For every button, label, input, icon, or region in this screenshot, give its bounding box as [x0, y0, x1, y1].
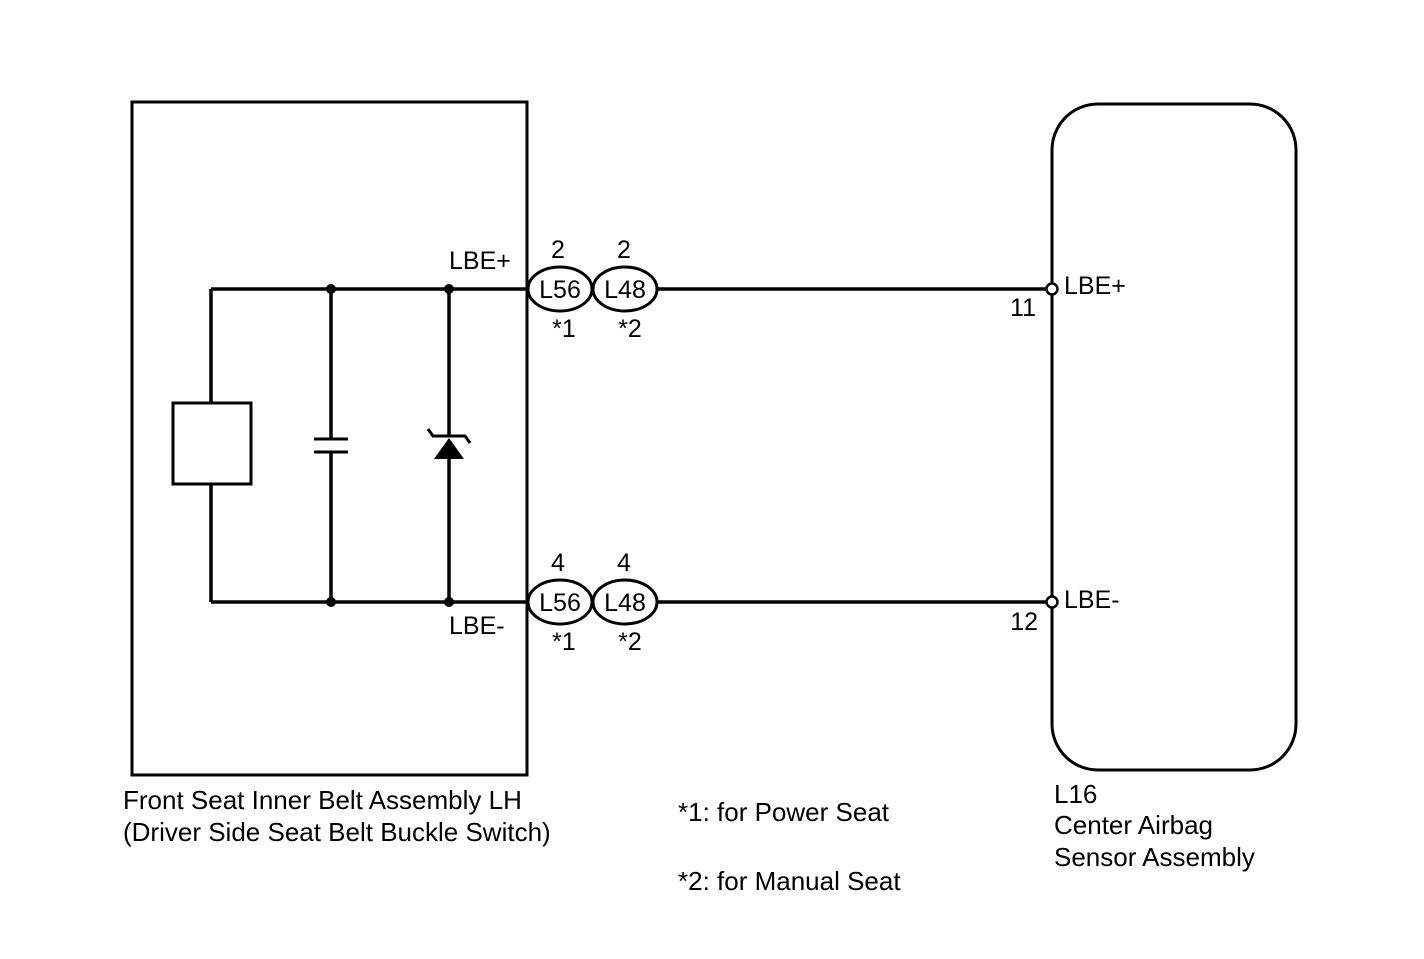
left-component-title: Front Seat Inner Belt Assembly LH — [123, 785, 522, 815]
right-component-box — [1050, 102, 1298, 772]
right-component-subtitle: Sensor Assembly — [1054, 842, 1255, 872]
note-manual-seat: *2: for Manual Seat — [678, 866, 901, 896]
connector-name: L56 — [539, 276, 581, 304]
connector-name: L56 — [539, 589, 581, 617]
note-power-seat: *1: for Power Seat — [678, 797, 890, 827]
right-pin-plus-label: LBE+ — [1064, 272, 1126, 300]
connector-name: L48 — [604, 276, 646, 304]
junction-dot — [326, 597, 336, 607]
connector-name: L48 — [604, 589, 646, 617]
connector-l48-top — [591, 265, 659, 313]
left-pin-plus-label: LBE+ — [449, 247, 511, 275]
connector-note: *2 — [618, 628, 642, 656]
connector-pin-number: 4 — [551, 549, 565, 577]
connector-l48-bottom — [591, 578, 659, 626]
zener-cathode-bar — [426, 428, 472, 444]
terminal-lbe-plus — [1045, 282, 1059, 296]
connector-note: *1 — [552, 628, 576, 656]
connector-note: *2 — [618, 315, 642, 343]
right-pin-plus-number: 11 — [1010, 294, 1036, 322]
right-component-title: Center Airbag — [1054, 810, 1213, 840]
left-component-box — [130, 100, 529, 777]
connector-pin-number: 2 — [617, 236, 631, 264]
zener-diode-symbol — [434, 438, 464, 459]
terminal-lbe-minus — [1045, 595, 1059, 609]
junction-dot — [326, 284, 336, 294]
junction-dot — [444, 597, 454, 607]
left-component-subtitle: (Driver Side Seat Belt Buckle Switch) — [123, 817, 551, 847]
connector-pin-number: 2 — [551, 236, 565, 264]
internal-circuit — [171, 284, 527, 607]
left-pin-minus-label: LBE- — [449, 612, 505, 640]
right-pin-minus-label: LBE- — [1064, 586, 1120, 614]
connector-note: *1 — [552, 315, 576, 343]
right-component-code: L16 — [1054, 779, 1097, 809]
right-pin-minus-number: 12 — [1010, 608, 1038, 636]
resistor-symbol — [171, 401, 253, 486]
connector-pin-number: 4 — [617, 549, 631, 577]
junction-dot — [444, 284, 454, 294]
